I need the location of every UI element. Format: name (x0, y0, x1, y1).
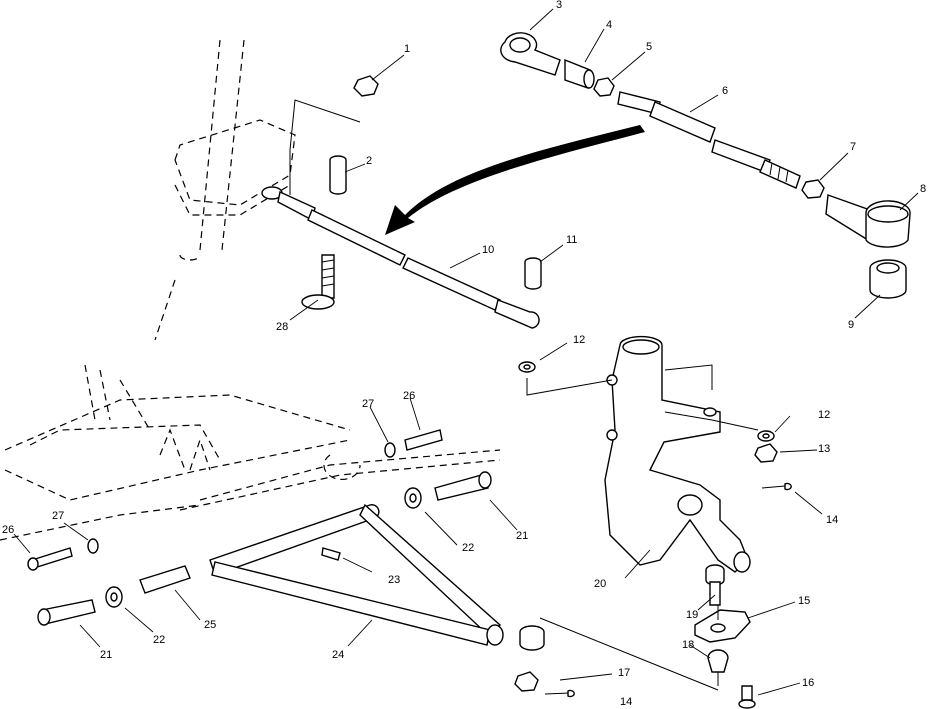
callout-22-right: 22 (462, 542, 474, 554)
callout-25: 25 (204, 619, 216, 631)
bushing-25 (139, 565, 191, 594)
nut-17 (514, 671, 539, 692)
callout-22-left: 22 (153, 634, 165, 646)
bolt-26-left (27, 547, 73, 571)
callout-16: 16 (802, 677, 814, 689)
callout-28: 28 (276, 321, 288, 333)
sleeve-2 (329, 155, 347, 195)
callout-11: 11 (566, 234, 577, 246)
callout-18: 18 (682, 639, 694, 651)
bolt-19 (705, 564, 725, 606)
callout-27-right: 27 (362, 398, 374, 410)
callout-14-right: 14 (826, 514, 838, 526)
pin-21-right (434, 471, 492, 501)
callout-21-left: 21 (100, 649, 112, 661)
bushing-9 (869, 259, 907, 299)
callout-9: 9 (848, 319, 854, 331)
tie-rod-6 (617, 91, 801, 189)
callout-12-upper: 12 (573, 334, 585, 346)
nut-13 (754, 443, 778, 463)
grease-fitting-23 (321, 547, 341, 561)
callout-23: 23 (388, 574, 400, 586)
callout-13: 13 (818, 443, 830, 455)
spacer-4 (564, 58, 595, 89)
callout-5: 5 (646, 41, 652, 53)
nut-1 (353, 75, 379, 97)
washer-27-left (87, 538, 99, 554)
steering-column (154, 39, 296, 341)
cotter-pin-14-bottom (544, 689, 575, 698)
assembly-arrow (385, 125, 645, 235)
callout-12-right: 12 (818, 409, 830, 421)
plate-15 (694, 609, 751, 643)
jam-nut-7 (801, 179, 825, 199)
callout-26-left: 26 (2, 524, 14, 536)
callout-24: 24 (332, 649, 344, 661)
callout-15: 15 (798, 595, 810, 607)
bushing-22-left (105, 586, 123, 608)
guide-lines (289, 99, 759, 691)
tie-rod-end-3 (500, 32, 561, 76)
callout-21-right: 21 (516, 530, 528, 542)
tie-rod-end-8 (825, 194, 911, 248)
callout-19: 19 (686, 609, 698, 621)
frame (0, 364, 501, 541)
bushing-22-right (404, 487, 422, 509)
callout-8: 8 (920, 183, 926, 195)
washer-12 (518, 361, 536, 373)
callout-4: 4 (606, 19, 612, 31)
callout-2: 2 (366, 155, 372, 167)
callout-27-left: 27 (52, 510, 64, 522)
callout-20: 20 (594, 578, 606, 590)
tie-rod-10 (261, 186, 540, 329)
spindle-20 (604, 335, 751, 573)
callout-17: 17 (618, 667, 630, 679)
pin-11 (524, 257, 542, 290)
callout-7: 7 (850, 141, 856, 153)
callout-6: 6 (722, 85, 728, 97)
callout-3: 3 (556, 0, 562, 11)
a-arm-24 (209, 503, 504, 646)
callout-1: 1 (404, 43, 410, 55)
bolt-26-right (404, 429, 443, 451)
callout-14-bottom: 14 (620, 696, 632, 708)
callout-26-right: 26 (403, 390, 415, 402)
ball-joint-stud-bushing (519, 625, 545, 651)
cotter-pin-14-right (761, 482, 792, 491)
bolt-16 (738, 685, 756, 709)
washer-27-right (384, 442, 396, 458)
callout-10: 10 (482, 244, 494, 256)
pin-21-left (37, 599, 96, 626)
ball-joint-18 (707, 649, 729, 686)
callout-leaders (13, 8, 919, 696)
bolt-28 (301, 254, 335, 310)
washer-12-right (757, 430, 775, 442)
jam-nut-5 (593, 77, 615, 97)
